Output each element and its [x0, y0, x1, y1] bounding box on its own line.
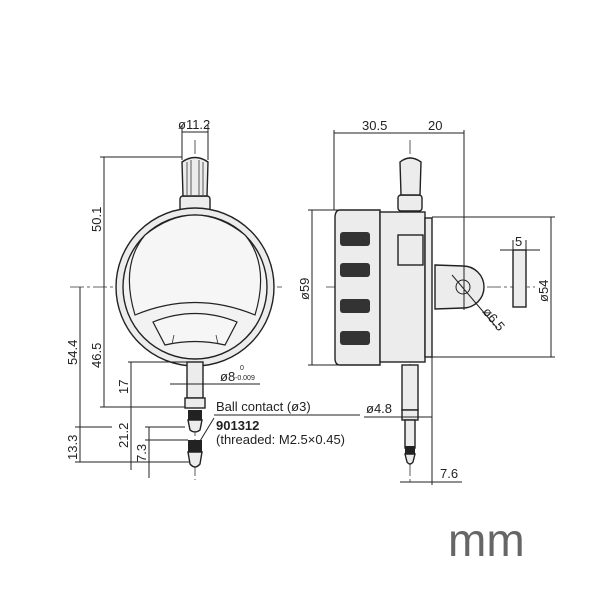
tol-lower: -0.009 [235, 375, 255, 382]
side-dimensions: 30.5 20 ø59 ø54 5 ø6.5 ø4.8 7.6 [297, 118, 555, 485]
mounting-lug [434, 264, 485, 310]
dim-knob-diameter: ø11.2 [178, 117, 210, 132]
dim-offset: 7.6 [440, 466, 458, 481]
dim-lug-hole: ø6.5 [480, 304, 508, 334]
stem [184, 361, 206, 468]
note-ball-contact: Ball contact (ø3) [216, 399, 311, 414]
note-part-number: 901312 [216, 418, 259, 433]
button-panel [152, 312, 238, 346]
lug-section [512, 249, 527, 308]
lcd-display [128, 214, 262, 316]
unit-label: mm [448, 514, 525, 566]
dim-stem-diameter: ø8 [220, 369, 235, 384]
side-knob [397, 157, 423, 212]
side-view: 30.5 20 ø59 ø54 5 ø6.5 ø4.8 7.6 [297, 118, 555, 485]
dial-body [115, 207, 275, 367]
dim-total-lower: 54.4 [65, 340, 80, 365]
note-threaded: (threaded: M2.5×0.45) [216, 432, 345, 447]
dim-back-diameter: ø54 [536, 280, 551, 302]
front-view: ø11.2 50.1 46.5 54.4 17 21.2 13.3 7.3 ø8… [65, 117, 360, 480]
dim-13-3: 13.3 [65, 435, 80, 460]
tol-upper: 0 [240, 365, 244, 372]
dim-7-3: 7.3 [134, 444, 149, 462]
dim-back-depth: 20 [428, 118, 442, 133]
side-body [334, 209, 433, 366]
lug-hole [455, 279, 471, 295]
side-stem [401, 364, 419, 465]
dim-body-diameter: ø59 [297, 278, 312, 300]
front-dimensions: ø11.2 50.1 46.5 54.4 17 21.2 13.3 7.3 ø8… [65, 117, 360, 478]
dim-lower-height: 46.5 [89, 343, 104, 368]
dim-spindle-diameter: ø4.8 [366, 401, 392, 416]
dim-lug-thickness: 5 [515, 234, 522, 249]
dim-tip-length: 21.2 [116, 423, 131, 448]
dim-top-height: 50.1 [89, 207, 104, 232]
knob [179, 156, 211, 213]
dim-front-depth: 30.5 [362, 118, 387, 133]
dim-stem-length: 17 [116, 380, 131, 394]
